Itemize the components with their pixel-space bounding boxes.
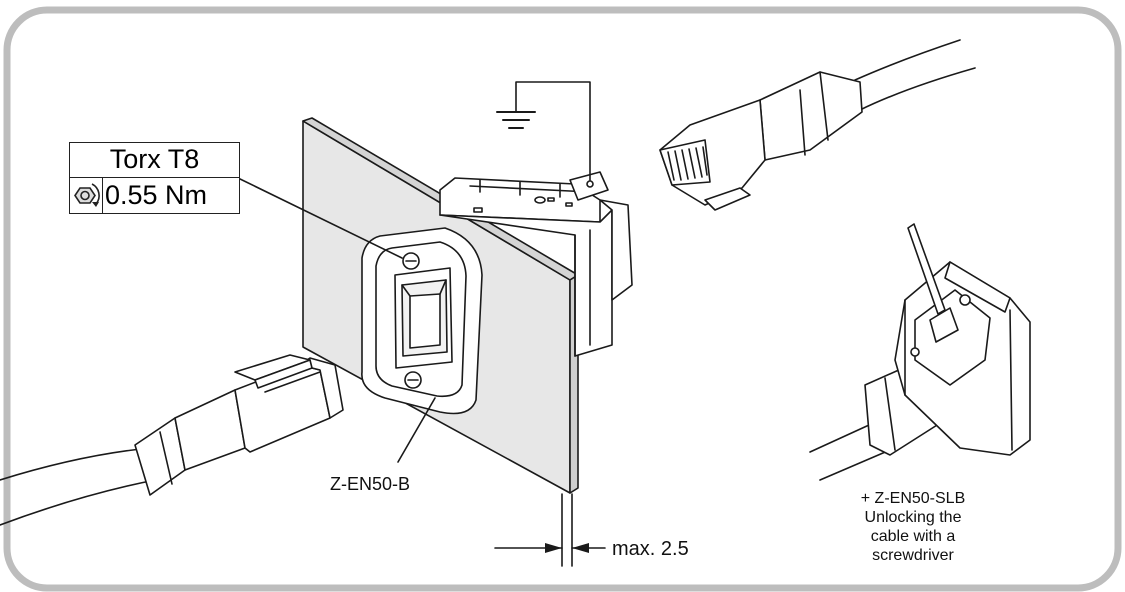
left-rj45-plug <box>0 354 344 526</box>
part-number-label: Z-EN50-B <box>330 474 411 494</box>
panel-thickness-label: max. 2.5 <box>612 538 689 560</box>
note-line: screwdriver <box>872 547 954 564</box>
torque-value: 0.55 Nm <box>105 180 208 210</box>
top-right-rj45-plug <box>659 39 976 211</box>
unlocking-note: + Z-EN50-SLB Unlocking the cable with a … <box>818 489 1008 565</box>
torque-row: 0.55 Nm <box>70 178 239 213</box>
ground-symbol-icon <box>496 81 591 181</box>
note-line: Unlocking the <box>864 509 962 526</box>
unlocking-jack-detail <box>809 223 1031 481</box>
jack-front-flange <box>361 227 483 415</box>
part-leader-line <box>397 397 436 463</box>
tool-label: Torx T8 <box>109 144 200 174</box>
jack-rear-housing <box>439 171 633 357</box>
note-line: cable with a <box>870 528 956 545</box>
note-line: + Z-EN50-SLB <box>860 490 966 507</box>
torque-spec-box: Torx T8 0.55 Nm <box>69 142 240 214</box>
torque-leader-line <box>237 177 403 259</box>
tool-row: Torx T8 <box>70 143 239 178</box>
torque-wrench-icon <box>70 178 103 213</box>
